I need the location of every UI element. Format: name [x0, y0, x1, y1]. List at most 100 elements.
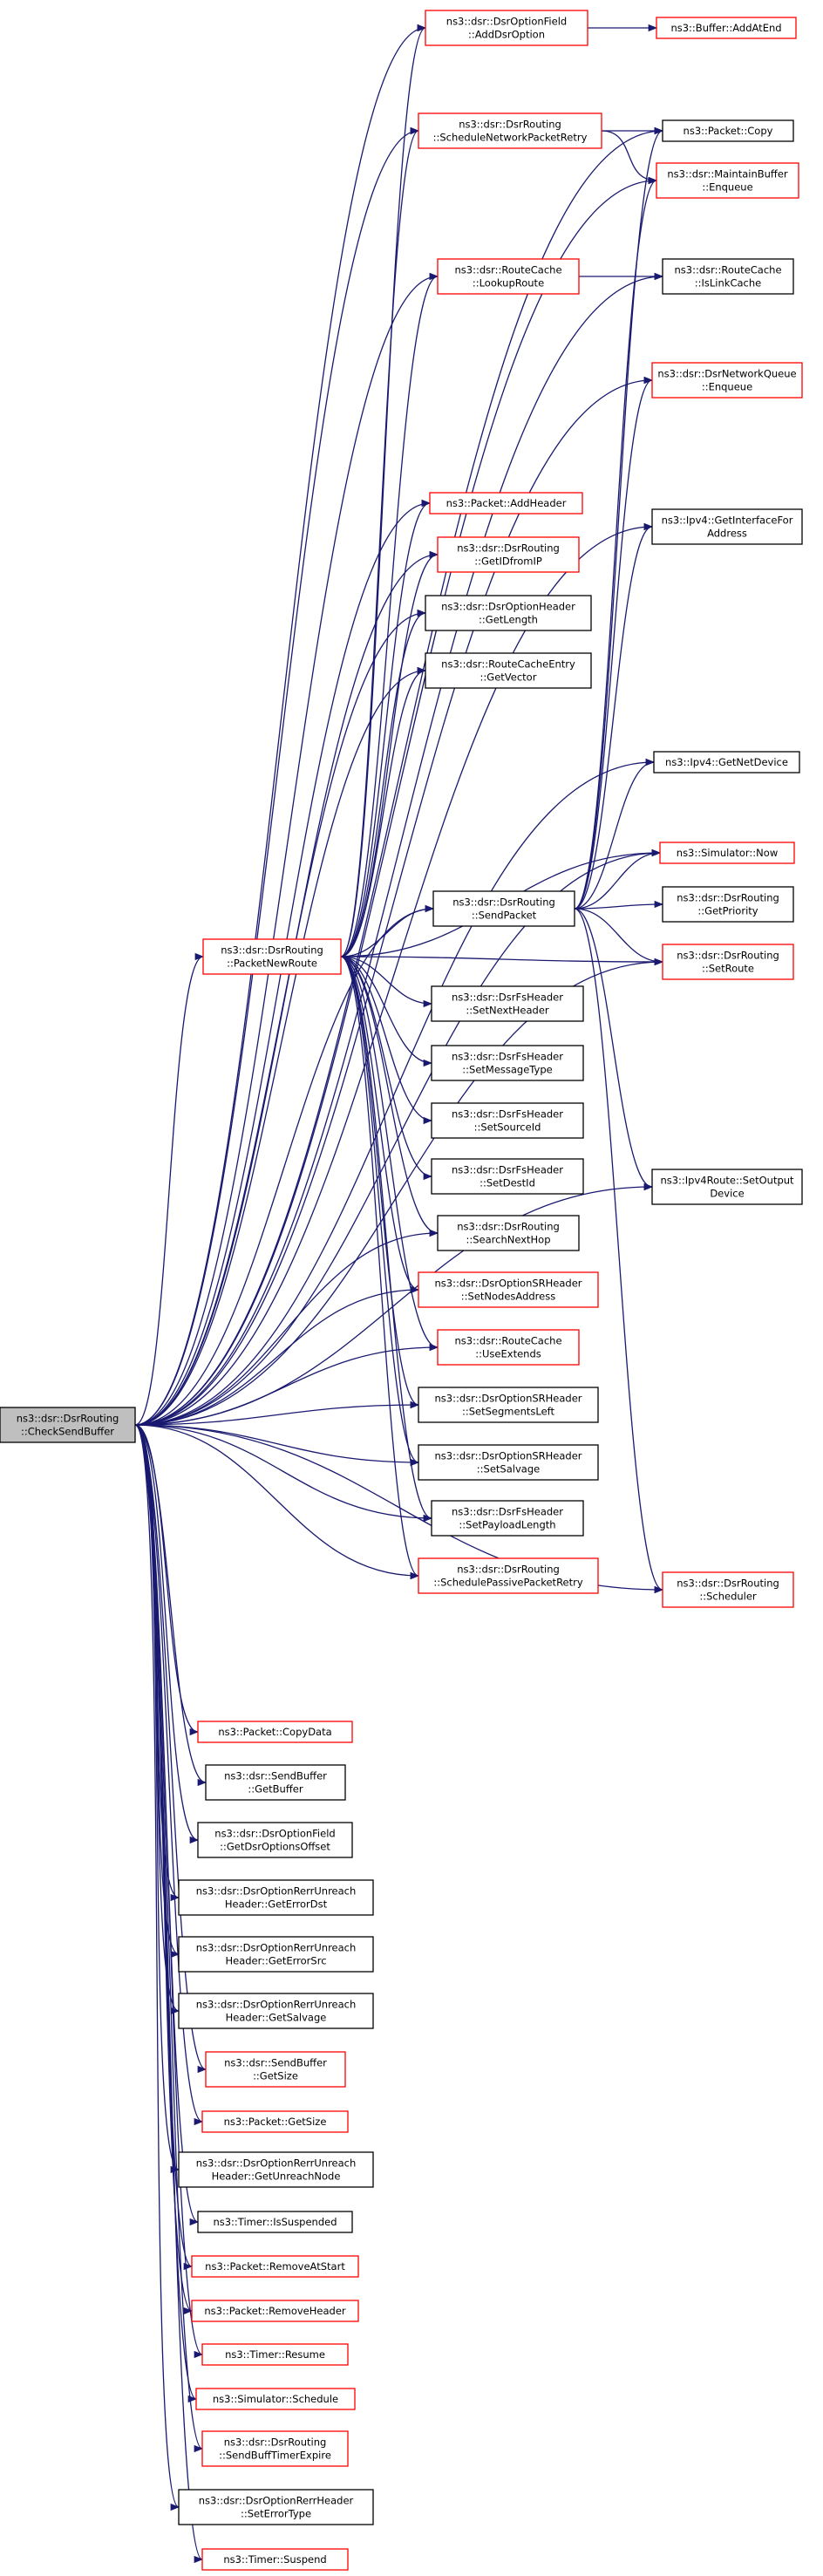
- node-setsrc[interactable]: ns3::dsr::DsrFsHeader::SetSourceId: [431, 1102, 584, 1139]
- node-pktsize[interactable]: ns3::Packet::GetSize: [201, 2110, 349, 2133]
- node-setsalv[interactable]: ns3::dsr::DsrOptionSRHeader::SetSalvage: [418, 1444, 599, 1481]
- node-box: [437, 258, 580, 295]
- node-now[interactable]: ns3::Simulator::Now: [659, 842, 795, 864]
- node-label: ::SetSegmentsLeft: [462, 1406, 555, 1418]
- edge-line: [134, 904, 435, 1426]
- node-getnet[interactable]: ns3::Ipv4::GetNetDevice: [653, 751, 800, 773]
- call-edge-root-setout: [134, 1182, 654, 1426]
- edge-line: [574, 908, 664, 1593]
- node-unreach[interactable]: ns3::dsr::DsrOptionRerrUnreachHeader::Ge…: [178, 2151, 374, 2188]
- edge-line: [134, 1424, 207, 1787]
- node-errtype[interactable]: ns3::dsr::DsrOptionRerrHeader::SetErrorT…: [178, 2489, 374, 2525]
- node-label: ::CheckSendBuffer: [21, 1426, 114, 1438]
- node-getsalv[interactable]: ns3::dsr::DsrOptionRerrUnreachHeader::Ge…: [178, 1993, 374, 2029]
- node-optlen[interactable]: ns3::dsr::DsrOptionHeader::GetLength: [425, 595, 592, 631]
- node-islink[interactable]: ns3::dsr::RouteCache::IsLinkCache: [662, 258, 794, 295]
- node-mbenq[interactable]: ns3::dsr::MaintainBuffer::Enqueue: [656, 162, 799, 199]
- node-issusp[interactable]: ns3::Timer::IsSuspended: [197, 2211, 353, 2233]
- node-getbuf[interactable]: ns3::dsr::SendBuffer::GetBuffer: [205, 1764, 346, 1801]
- node-searchnh[interactable]: ns3::dsr::DsrRouting::SearchNextHop: [437, 1215, 580, 1251]
- edge-line: [340, 956, 439, 1352]
- edge-line: [134, 1424, 204, 2563]
- node-useext[interactable]: ns3::dsr::RouteCache::UseExtends: [437, 1329, 580, 1366]
- edge-line: [134, 1424, 207, 2073]
- node-getprio[interactable]: ns3::dsr::DsrRouting::GetPriority: [662, 886, 794, 923]
- node-label: ns3::dsr::SendBuffer: [224, 1770, 327, 1782]
- node-label: ns3::Timer::Resume: [225, 2348, 325, 2361]
- node-label: ::SearchNextHop: [466, 1234, 550, 1246]
- call-edge-root-setsalv: [134, 1424, 420, 1467]
- node-label: ns3::dsr::RouteCacheEntry: [441, 658, 575, 671]
- node-label: ns3::dsr::DsrOptionRerrUnreach: [196, 1999, 357, 2011]
- node-label: ns3::dsr::DsrRouting: [677, 1578, 779, 1590]
- node-setnodes[interactable]: ns3::dsr::DsrOptionSRHeader::SetNodesAdd…: [418, 1271, 599, 1308]
- node-box: [431, 1102, 584, 1139]
- node-nqenq[interactable]: ns3::dsr::DsrNetworkQueue::Enqueue: [651, 362, 803, 399]
- node-box: [202, 938, 342, 975]
- node-label: ns3::dsr::DsrFsHeader: [452, 1164, 563, 1176]
- node-label: ns3::Timer::IsSuspended: [213, 2216, 337, 2228]
- node-copydata[interactable]: ns3::Packet::CopyData: [197, 1721, 353, 1743]
- node-errdst[interactable]: ns3::dsr::DsrOptionRerrUnreachHeader::Ge…: [178, 1879, 374, 1916]
- node-getid[interactable]: ns3::dsr::DsrRouting::GetIDfromIP: [437, 536, 580, 573]
- node-setpay[interactable]: ns3::dsr::DsrFsHeader::SetPayloadLength: [431, 1500, 584, 1537]
- node-pnr[interactable]: ns3::dsr::DsrRouting::PacketNewRoute: [202, 938, 342, 975]
- edge-line: [340, 272, 439, 957]
- node-label: ns3::dsr::DsrOptionRerrUnreach: [196, 1942, 357, 1954]
- edge-line: [134, 666, 427, 1426]
- edge-line: [574, 900, 664, 910]
- node-label: ::GetIDfromIP: [474, 555, 542, 568]
- node-pktcopy[interactable]: ns3::Packet::Copy: [662, 119, 794, 142]
- edge-line: [574, 758, 656, 910]
- call-edge-sendpacket-setroute: [574, 908, 664, 966]
- edge-line: [134, 272, 664, 1426]
- node-addopt[interactable]: ns3::dsr::DsrOptionField::AddDsrOption: [425, 10, 588, 46]
- node-setseg[interactable]: ns3::dsr::DsrOptionSRHeader::SetSegments…: [418, 1387, 599, 1423]
- node-label: ::SendBuffTimerExpire: [219, 2450, 331, 2462]
- node-setroute[interactable]: ns3::dsr::DsrRouting::SetRoute: [662, 944, 794, 980]
- node-scheduler[interactable]: ns3::dsr::DsrRouting::Scheduler: [662, 1571, 794, 1608]
- node-bufadd[interactable]: ns3::Buffer::AddAtEnd: [656, 17, 797, 39]
- node-schedpas[interactable]: ns3::dsr::DsrRouting::SchedulePassivePac…: [418, 1557, 599, 1594]
- edge-line: [574, 522, 654, 910]
- node-remstart[interactable]: ns3::Packet::RemoveAtStart: [191, 2255, 359, 2278]
- node-setmsg[interactable]: ns3::dsr::DsrFsHeader::SetMessageType: [431, 1045, 584, 1081]
- node-sendbuff[interactable]: ns3::dsr::DsrRouting::SendBuffTimerExpir…: [201, 2430, 349, 2467]
- node-box: [662, 944, 794, 980]
- node-schednet[interactable]: ns3::dsr::DsrRouting::ScheduleNetworkPac…: [418, 112, 602, 149]
- call-edge-pnr-setsalv: [340, 956, 420, 1467]
- call-edge-root-setpay: [134, 1424, 433, 1523]
- edge-line: [340, 956, 420, 1467]
- node-label: ::SetDestId: [480, 1177, 535, 1189]
- call-edge-sendpacket-getnet: [574, 758, 656, 910]
- call-edge-pnr-schedpas: [340, 956, 420, 1579]
- node-box: [197, 2211, 353, 2233]
- node-box: [195, 2388, 356, 2410]
- node-label: ns3::dsr::DsrFsHeader: [452, 1108, 563, 1121]
- node-box: [201, 2110, 349, 2133]
- node-suspend[interactable]: ns3::Timer::Suspend: [201, 2548, 349, 2571]
- node-resume[interactable]: ns3::Timer::Resume: [201, 2343, 349, 2366]
- call-edge-root-resume: [134, 1424, 204, 2358]
- node-setdst[interactable]: ns3::dsr::DsrFsHeader::SetDestId: [431, 1158, 584, 1195]
- call-edge-sendpacket-mbenq: [574, 177, 658, 910]
- node-sendpacket[interactable]: ns3::dsr::DsrRouting::SendPacket: [432, 890, 575, 927]
- call-edge-pnr-searchnh: [340, 956, 439, 1237]
- node-label: ns3::Ipv4::GetNetDevice: [665, 756, 788, 768]
- node-errsrc[interactable]: ns3::dsr::DsrOptionRerrUnreachHeader::Ge…: [178, 1936, 374, 1973]
- node-sbsize[interactable]: ns3::dsr::SendBuffer::GetSize: [205, 2051, 346, 2088]
- node-lookup[interactable]: ns3::dsr::RouteCache::LookupRoute: [437, 258, 580, 295]
- node-remhdr[interactable]: ns3::Packet::RemoveHeader: [191, 2300, 359, 2322]
- edge-line: [134, 952, 205, 1426]
- edge-line: [340, 499, 432, 957]
- edge-line: [134, 176, 658, 1426]
- call-edge-pnr-optlen: [340, 609, 427, 957]
- node-getvec[interactable]: ns3::dsr::RouteCacheEntry::GetVector: [425, 652, 592, 689]
- node-getdsroff[interactable]: ns3::dsr::DsrOptionField::GetDsrOptionsO…: [197, 1822, 353, 1858]
- node-simsched[interactable]: ns3::Simulator::Schedule: [195, 2388, 356, 2410]
- node-label: ns3::dsr::RouteCache: [454, 264, 561, 276]
- node-setnext[interactable]: ns3::dsr::DsrFsHeader::SetNextHeader: [431, 985, 584, 1022]
- node-addhdr[interactable]: ns3::Packet::AddHeader: [429, 492, 583, 515]
